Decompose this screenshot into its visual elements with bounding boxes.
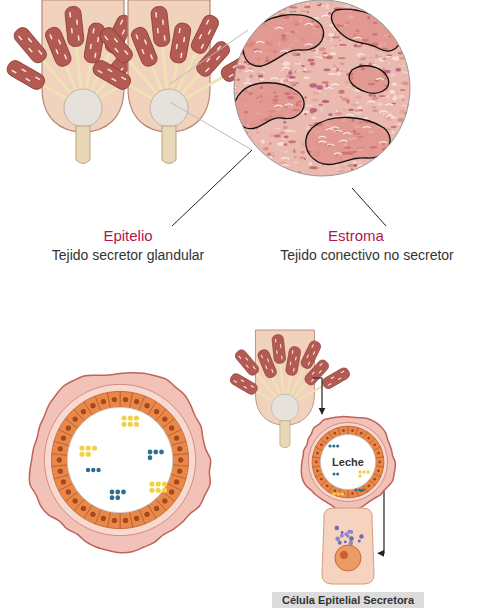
lumen-label: Leche (300, 414, 396, 510)
leader-line (352, 188, 386, 226)
udder-illustration (5, 0, 262, 164)
leader-line (172, 150, 252, 226)
section-subtitle: Tejido secretor glandular (28, 247, 228, 263)
alveolus-illustration (29, 373, 210, 553)
udder-quarter (228, 330, 351, 448)
micrograph (229, 0, 415, 179)
alveolus-circle: Leche (300, 414, 396, 510)
pointer-arrow (313, 378, 322, 414)
section-title: Estroma (286, 227, 426, 244)
section-title: Epitelio (58, 227, 198, 244)
cell-caption: Célula Epitelial Secretora (272, 592, 424, 608)
flow-arrow (378, 491, 384, 554)
secretory-cell-shape (318, 500, 378, 586)
secretory-cell: Célula Epitelial Secretora (318, 500, 378, 586)
section-subtitle: Tejido conectivo no secretor (256, 247, 478, 263)
